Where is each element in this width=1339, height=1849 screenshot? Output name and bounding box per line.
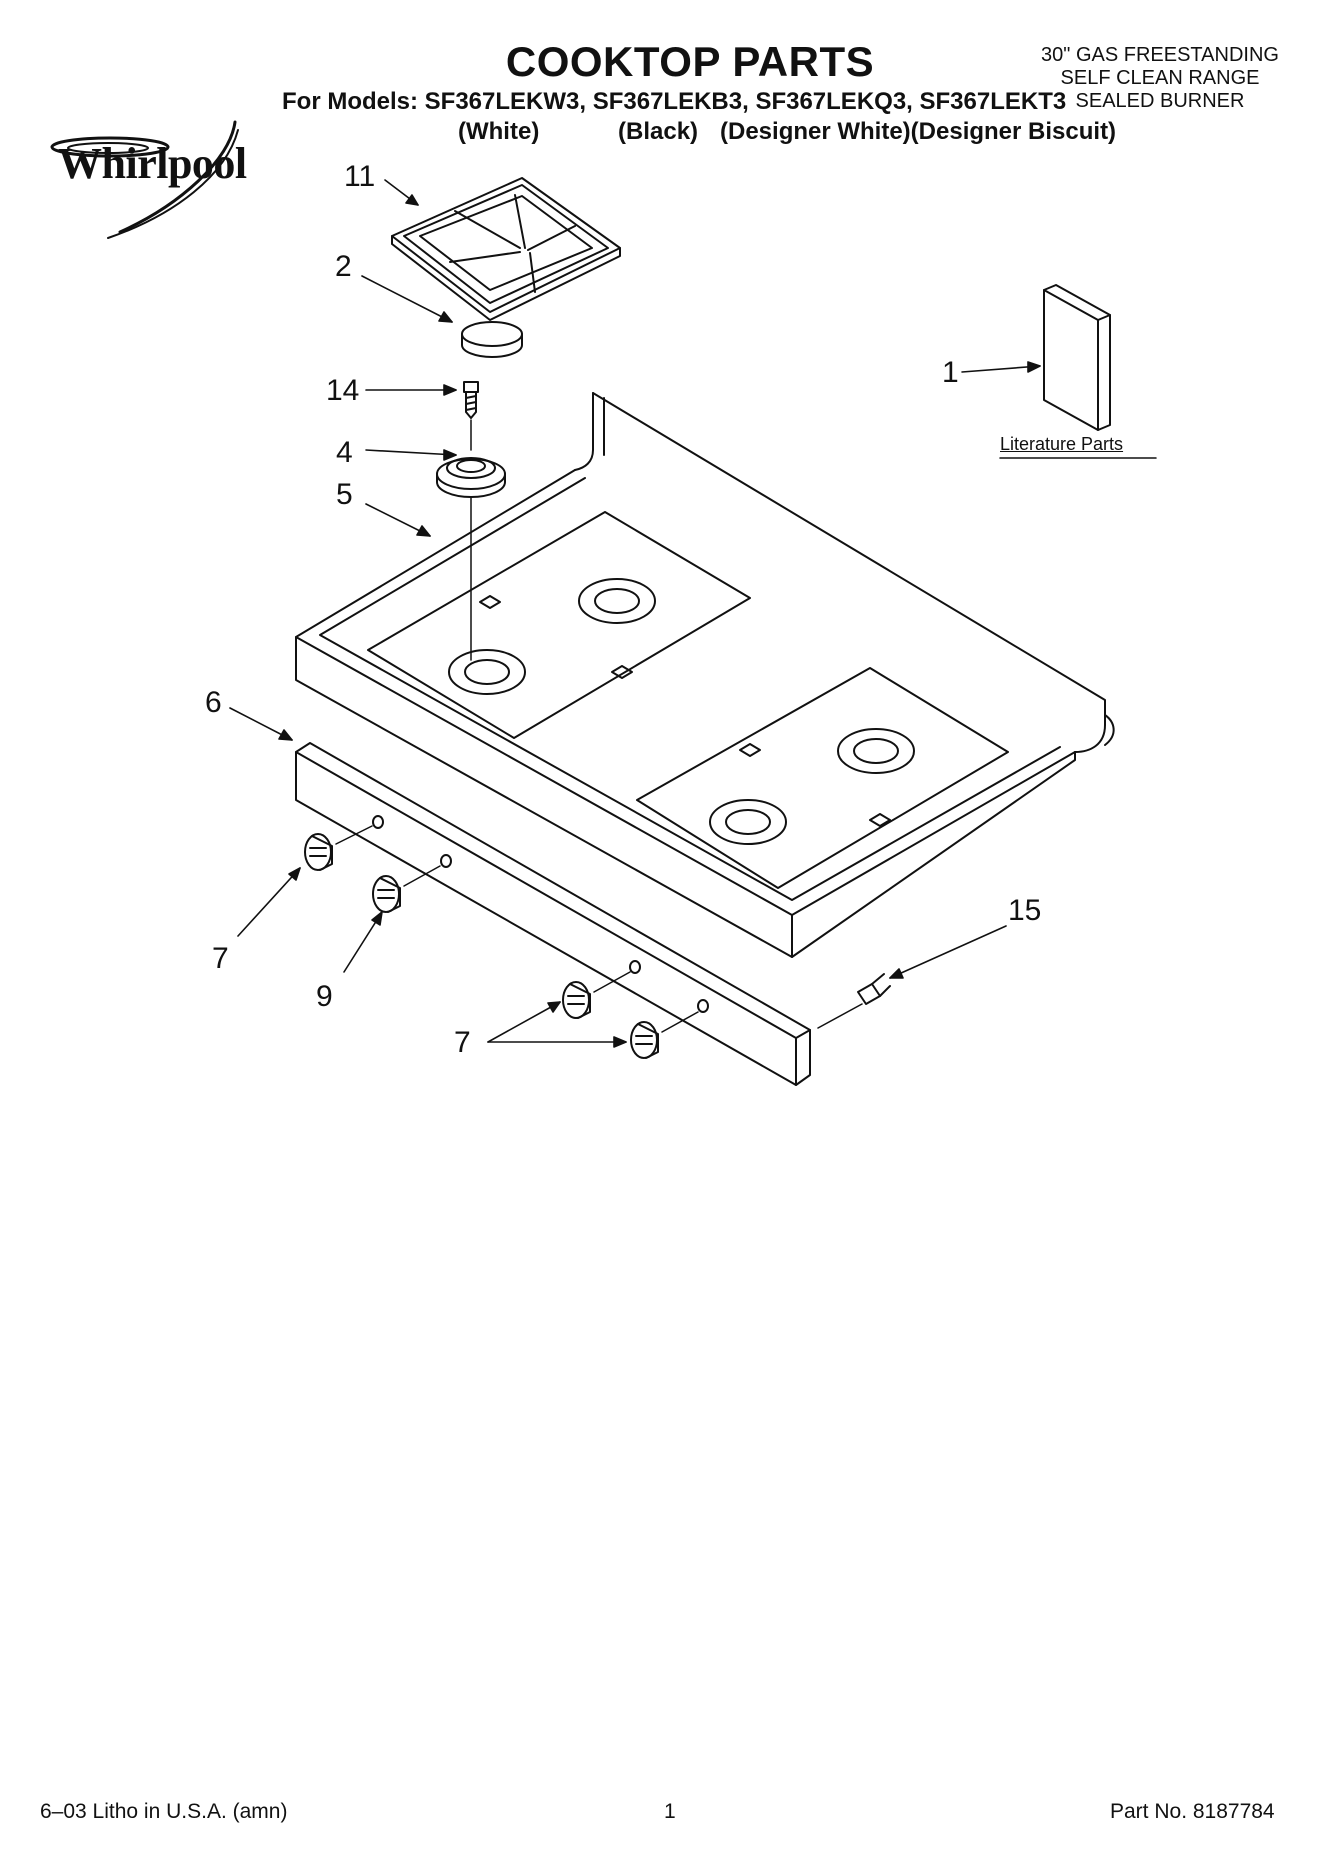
color-white: (White) <box>458 118 540 145</box>
product-line-1: 30" GAS FREESTANDING <box>1041 44 1279 66</box>
callout-5: 5 <box>336 478 353 511</box>
footer-litho: 6–03 Litho in U.S.A. (amn) <box>40 1800 288 1823</box>
callout-2: 2 <box>335 250 352 283</box>
page-title: COOKTOP PARTS <box>505 38 875 85</box>
product-line-3: SEALED BURNER <box>1075 90 1245 112</box>
callout-7-left: 7 <box>212 942 229 975</box>
callout-9: 9 <box>316 980 333 1013</box>
callout-4: 4 <box>336 436 353 469</box>
screw-15-drawing <box>817 973 891 1029</box>
footer-part-number: Part No. 8187784 <box>1110 1800 1275 1823</box>
models-line: For Models: SF367LEKW3, SF367LEKB3, SF36… <box>282 88 1067 115</box>
callout-1: 1 <box>942 356 959 389</box>
literature-booklet-drawing <box>999 284 1157 459</box>
callout-15: 15 <box>1008 894 1042 927</box>
product-description: 30" GAS FREESTANDING SELF CLEAN RANGE SE… <box>1010 44 1310 113</box>
footer-page-number: 1 <box>664 1800 676 1823</box>
leader-arrows <box>229 179 1041 1048</box>
burner-base-drawing <box>436 457 506 661</box>
manifold-panel-drawing <box>295 742 811 1086</box>
whirlpool-logo-swirl <box>50 120 239 239</box>
whirlpool-logo-text: Whirlpool <box>58 139 247 188</box>
callout-6: 6 <box>205 686 222 719</box>
burner-cap-drawing <box>461 321 523 358</box>
screw-14-drawing <box>463 381 479 451</box>
product-line-2: SELF CLEAN RANGE <box>1060 67 1260 89</box>
grate-drawing <box>391 177 621 321</box>
color-black: (Black) <box>618 118 699 145</box>
callout-7-right: 7 <box>454 1026 471 1059</box>
callout-14: 14 <box>326 374 360 407</box>
callout-11: 11 <box>344 160 376 193</box>
cooktop-drawing <box>295 392 1115 958</box>
color-designer: (Designer White)(Designer Biscuit) <box>720 118 1117 145</box>
literature-parts-label: Literature Parts <box>1000 434 1124 454</box>
knobs-drawing <box>304 825 699 1059</box>
whirlpool-logo: Whirlpool <box>58 138 247 189</box>
